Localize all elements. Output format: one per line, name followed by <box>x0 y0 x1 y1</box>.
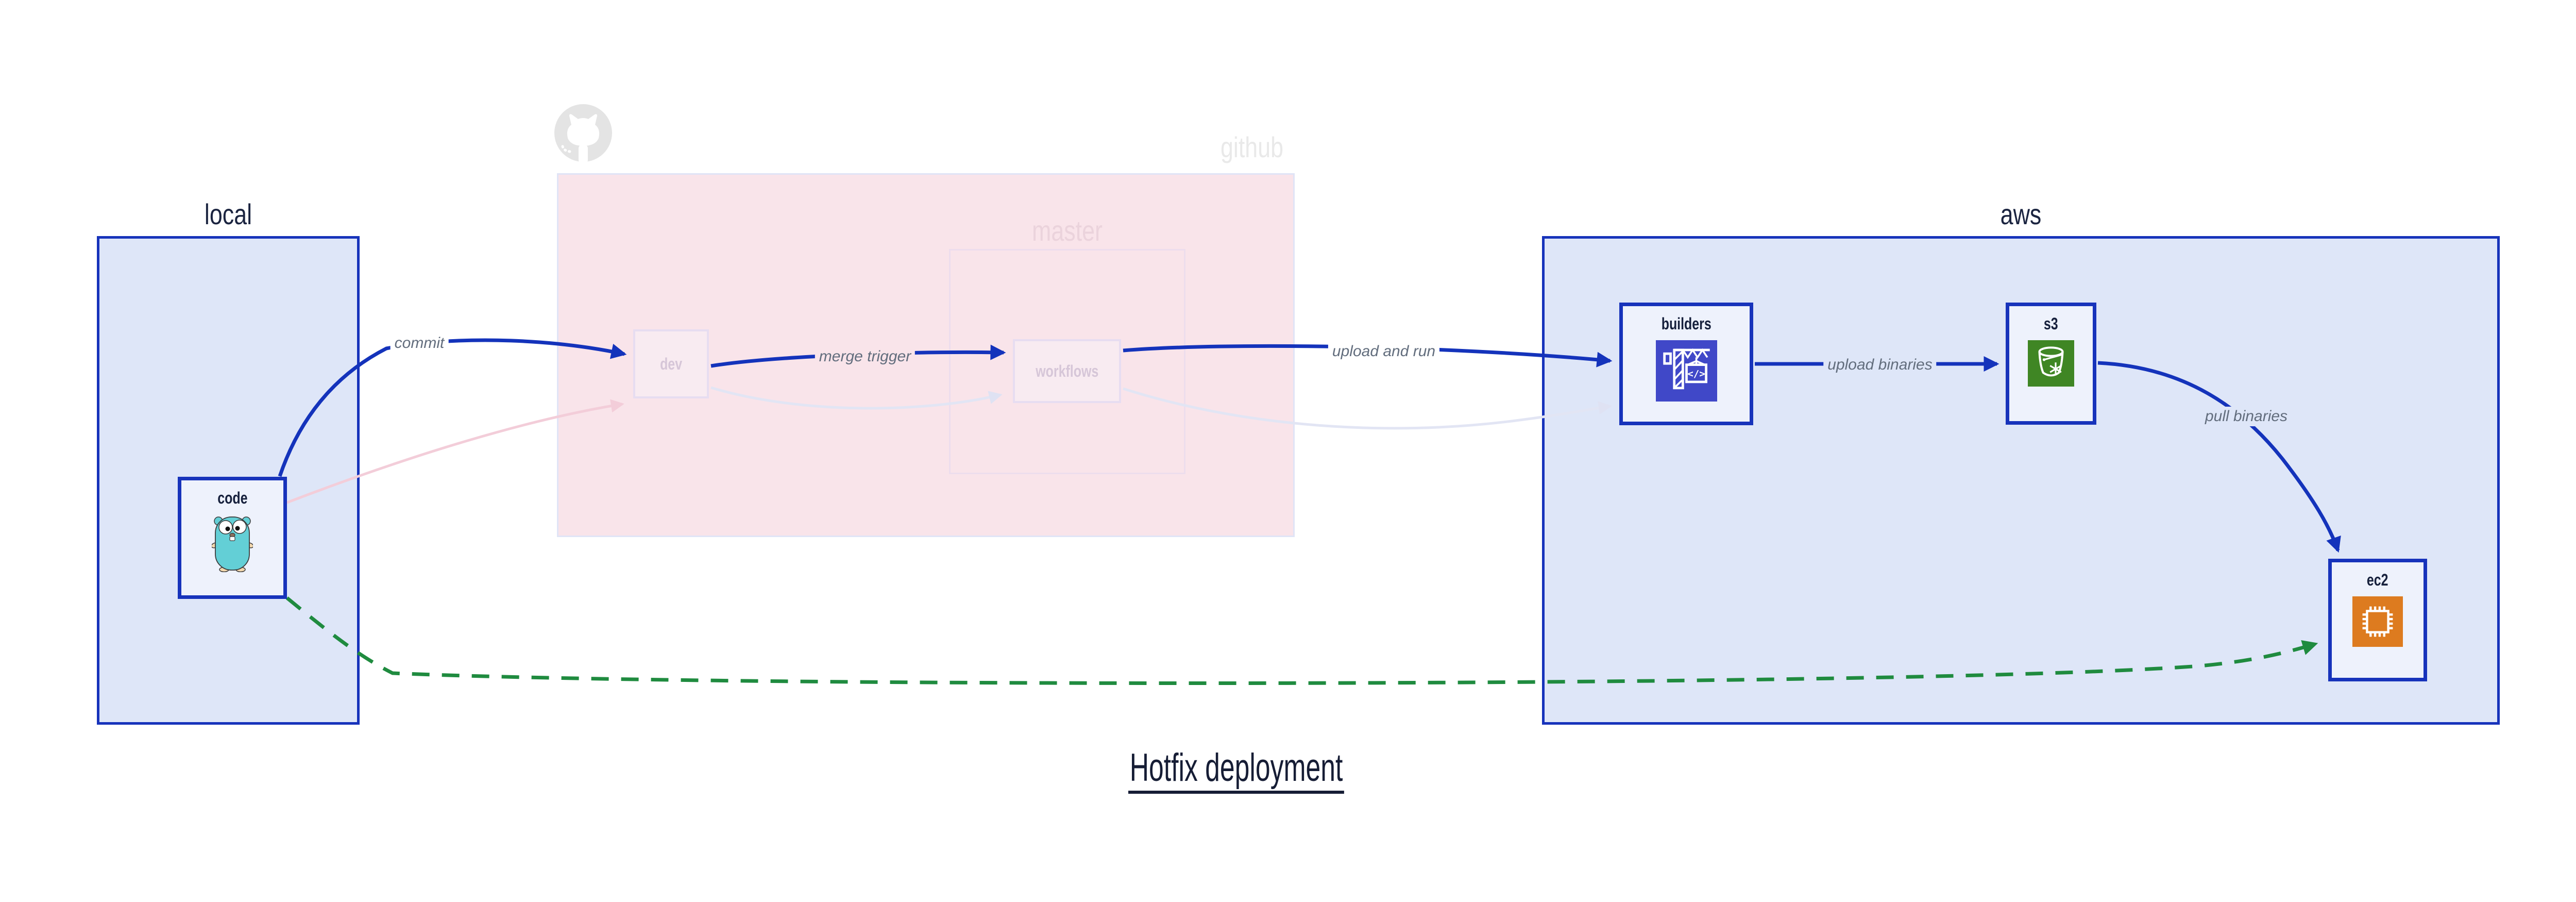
pull-binaries-edge-label: pull binaries <box>2200 407 2292 426</box>
builders-node-label: builders <box>1661 314 1711 333</box>
upload-binaries-edge-label: upload binaries <box>1823 355 1937 375</box>
dev-node: dev <box>633 329 709 398</box>
upload-and-run-edge-label: upload and run <box>1328 342 1440 361</box>
merge-trigger-edge-label: merge trigger <box>815 347 916 366</box>
codebuild-crane-icon: </> <box>1655 340 1717 402</box>
ec2-chip-icon <box>2352 596 2403 647</box>
workflows-node-label: workflows <box>1035 362 1099 380</box>
github-cluster-label: github <box>1220 131 1284 163</box>
code-node-label: code <box>217 489 248 507</box>
s3-node: s3 <box>2006 303 2096 425</box>
builders-node: builders </> <box>1619 303 1753 425</box>
dev-node-label: dev <box>659 355 682 373</box>
workflows-node: workflows <box>1013 339 1121 403</box>
ec2-node-label: ec2 <box>2367 571 2388 589</box>
master-cluster <box>949 249 1185 474</box>
commit-edge-label: commit <box>390 333 449 353</box>
diagram-title: Hotfix deployment <box>1128 746 1345 794</box>
aws-cluster-label: aws <box>2000 198 2042 230</box>
workflows-to-builders-faded-edge <box>1123 387 1612 430</box>
gopher-icon <box>212 516 253 572</box>
pull-binaries-edge <box>2097 361 2341 553</box>
svg-text:</>: </> <box>1687 368 1705 379</box>
dev-to-workflows-faded-edge <box>710 386 1003 410</box>
commit-edge <box>278 338 627 477</box>
s3-node-label: s3 <box>2044 314 2058 333</box>
github-octocat-icon <box>554 104 612 164</box>
code-to-dev-faded-edge <box>286 399 624 504</box>
master-cluster-label: master <box>1032 214 1103 247</box>
hotfix-deploy-dashed-edge <box>285 596 2318 686</box>
ec2-node: ec2 <box>2328 559 2427 681</box>
code-node: code <box>178 477 287 599</box>
local-cluster-label: local <box>204 198 252 230</box>
s3-bucket-icon <box>2028 340 2074 387</box>
